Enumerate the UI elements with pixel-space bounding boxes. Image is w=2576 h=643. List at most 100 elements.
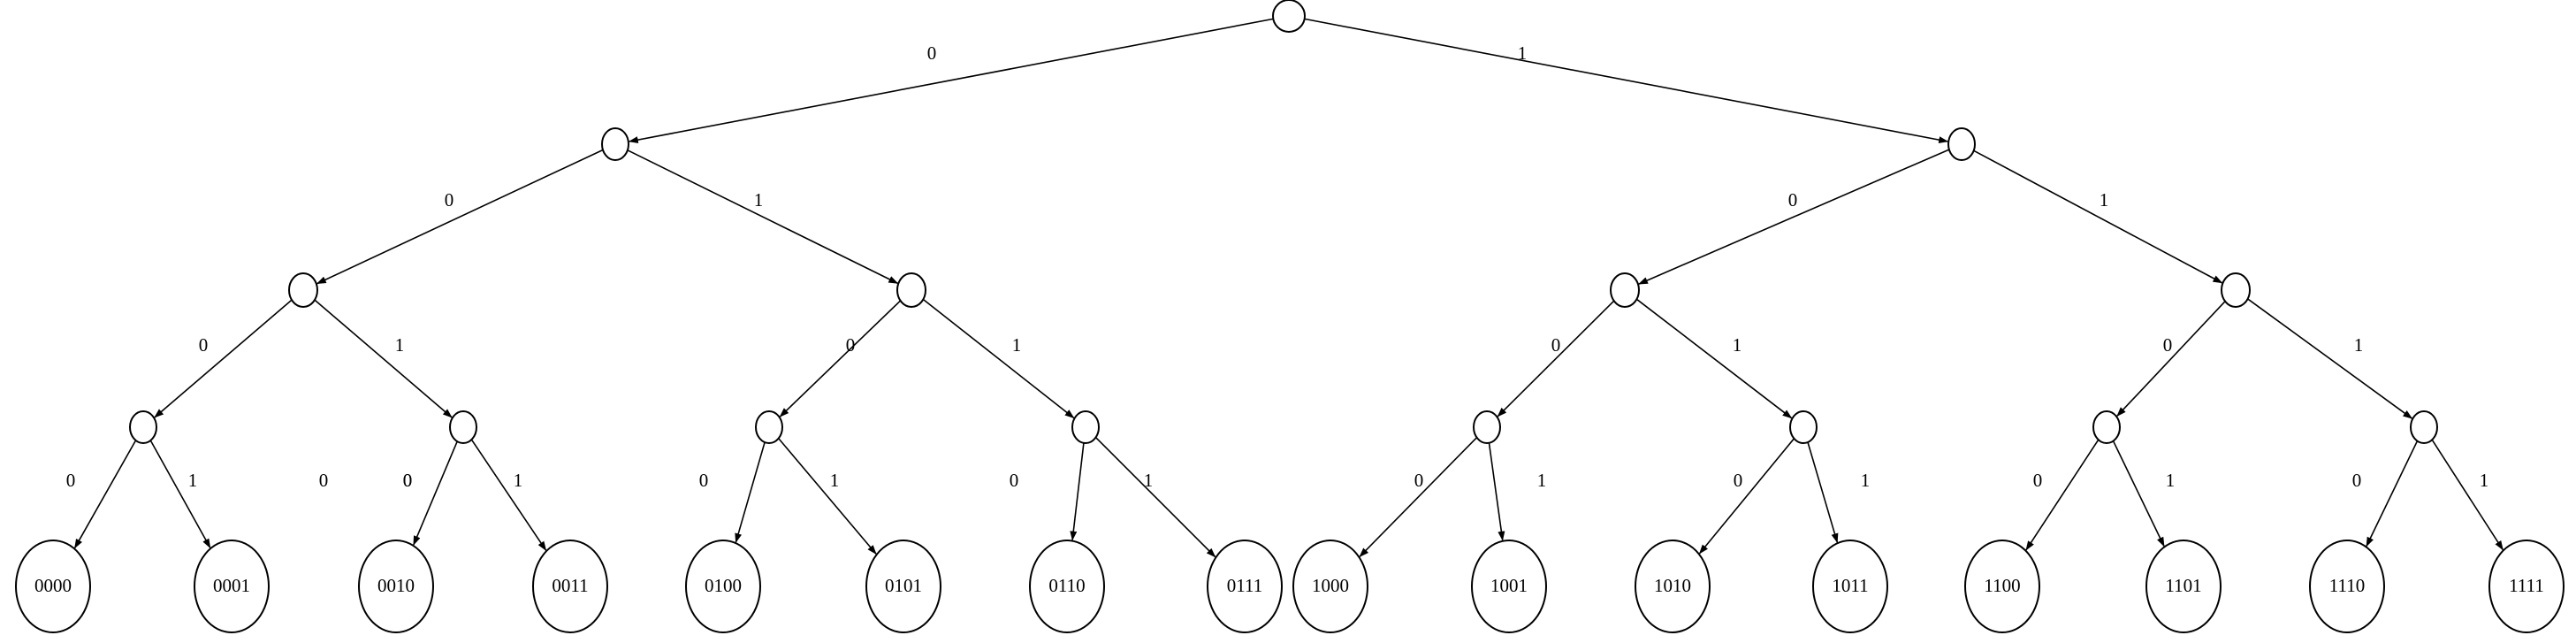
leaf-node-label: 1000 <box>1312 575 1349 596</box>
tree-edge <box>922 298 1075 419</box>
leaf-node[interactable] <box>1292 540 1368 633</box>
edge-label: 0 <box>1551 334 1561 356</box>
internal-node[interactable] <box>129 410 157 444</box>
tree-edge <box>1698 438 1795 555</box>
leaf-node-label: 0000 <box>34 575 72 596</box>
root-node[interactable] <box>1272 0 1306 33</box>
edge-label: 0 <box>445 189 454 211</box>
leaf-node[interactable] <box>1964 540 2040 633</box>
leaf-node[interactable] <box>358 540 434 633</box>
edge-label: 1 <box>2166 470 2176 491</box>
leaf-node[interactable] <box>1635 540 1711 633</box>
edge-label: 1 <box>1144 470 1154 491</box>
tree-edge <box>1304 18 1949 144</box>
leaf-node[interactable] <box>2309 540 2385 633</box>
edge-label: 1 <box>2480 470 2489 491</box>
leaf-node-label: 0001 <box>213 575 250 596</box>
tree-edge <box>779 300 902 417</box>
edge-label: 1 <box>2354 334 2364 356</box>
leaf-node[interactable] <box>15 540 91 633</box>
edges-layer <box>73 18 2504 558</box>
tree-edge <box>154 299 293 418</box>
tree-edge <box>2116 301 2226 417</box>
leaf-node[interactable] <box>1207 540 1283 633</box>
tree-edge <box>413 440 458 546</box>
internal-node[interactable] <box>896 272 926 308</box>
tree-edge <box>316 149 604 285</box>
edge-label: 0 <box>2163 334 2173 356</box>
tree-edge <box>149 440 211 549</box>
internal-node[interactable] <box>1947 127 1976 161</box>
leaf-node[interactable] <box>1471 540 1547 633</box>
leaf-node-label: 1111 <box>2509 575 2544 596</box>
leaf-node-label: 1100 <box>1984 575 2020 596</box>
internal-node[interactable] <box>2221 272 2251 308</box>
internal-node[interactable] <box>2410 410 2438 444</box>
leaf-node[interactable] <box>532 540 608 633</box>
tree-edge <box>73 440 137 549</box>
tree-edge <box>1359 437 1478 557</box>
internal-node[interactable] <box>2092 410 2121 444</box>
edge-label: 1 <box>1537 470 1547 491</box>
leaf-node-label: 1001 <box>1490 575 1528 596</box>
tree-edge <box>1973 149 2223 284</box>
internal-node[interactable] <box>601 127 629 161</box>
tree-edge <box>1635 298 1793 419</box>
leaf-node-label: 0100 <box>705 575 742 596</box>
leaf-node-label: 1101 <box>2165 575 2201 596</box>
tree-edge <box>1638 149 1950 285</box>
tree-edge <box>1488 442 1505 541</box>
tree-edge <box>1094 436 1216 558</box>
nodes-layer <box>15 0 2565 633</box>
tree-edge <box>2431 439 2504 551</box>
tree-edge <box>2112 440 2165 547</box>
edge-label: 1 <box>395 334 405 356</box>
leaf-node-label: 0010 <box>377 575 415 596</box>
leaf-node[interactable] <box>1029 540 1105 633</box>
tree-edge <box>735 441 766 544</box>
leaf-node-label: 1010 <box>1654 575 1691 596</box>
edge-label: 0 <box>199 334 209 356</box>
edge-label: 0 <box>1414 470 1424 491</box>
tree-edge <box>2366 440 2419 547</box>
edge-label: 1 <box>514 470 523 491</box>
leaf-node[interactable] <box>685 540 761 633</box>
leaf-node-label: 0011 <box>552 575 588 596</box>
leaf-node[interactable] <box>194 540 270 633</box>
internal-node[interactable] <box>755 410 783 444</box>
internal-node[interactable] <box>1789 410 1818 444</box>
edge-label: 1 <box>188 470 198 491</box>
leaf-node-label: 0101 <box>885 575 922 596</box>
internal-node[interactable] <box>449 410 477 444</box>
edge-label: 0 <box>403 470 413 491</box>
edge-label: 0 <box>66 470 76 491</box>
tree-edge <box>1807 441 1839 544</box>
stray-edge-label: 0 <box>319 470 329 491</box>
edge-label: 1 <box>754 189 764 211</box>
tree-edge <box>778 438 877 555</box>
internal-node[interactable] <box>1473 410 1501 444</box>
leaf-node-label: 1110 <box>2329 575 2365 596</box>
tree-edge <box>470 439 547 552</box>
edge-label: 0 <box>1788 189 1798 211</box>
leaf-node[interactable] <box>865 540 941 633</box>
internal-node[interactable] <box>1610 272 1640 308</box>
edge-label: 0 <box>699 470 709 491</box>
leaf-node[interactable] <box>1812 540 1888 633</box>
leaf-node[interactable] <box>2145 540 2222 633</box>
edge-label: 0 <box>2352 470 2362 491</box>
edge-label: 0 <box>846 334 856 356</box>
tree-edge <box>1497 300 1615 417</box>
tree-edge <box>314 299 453 418</box>
tree-edge <box>2247 298 2413 419</box>
tree-edge <box>1070 442 1085 541</box>
internal-node[interactable] <box>288 272 318 308</box>
edge-label: 1 <box>2100 189 2109 211</box>
leaf-node[interactable] <box>2488 540 2565 633</box>
internal-node[interactable] <box>1071 410 1100 444</box>
